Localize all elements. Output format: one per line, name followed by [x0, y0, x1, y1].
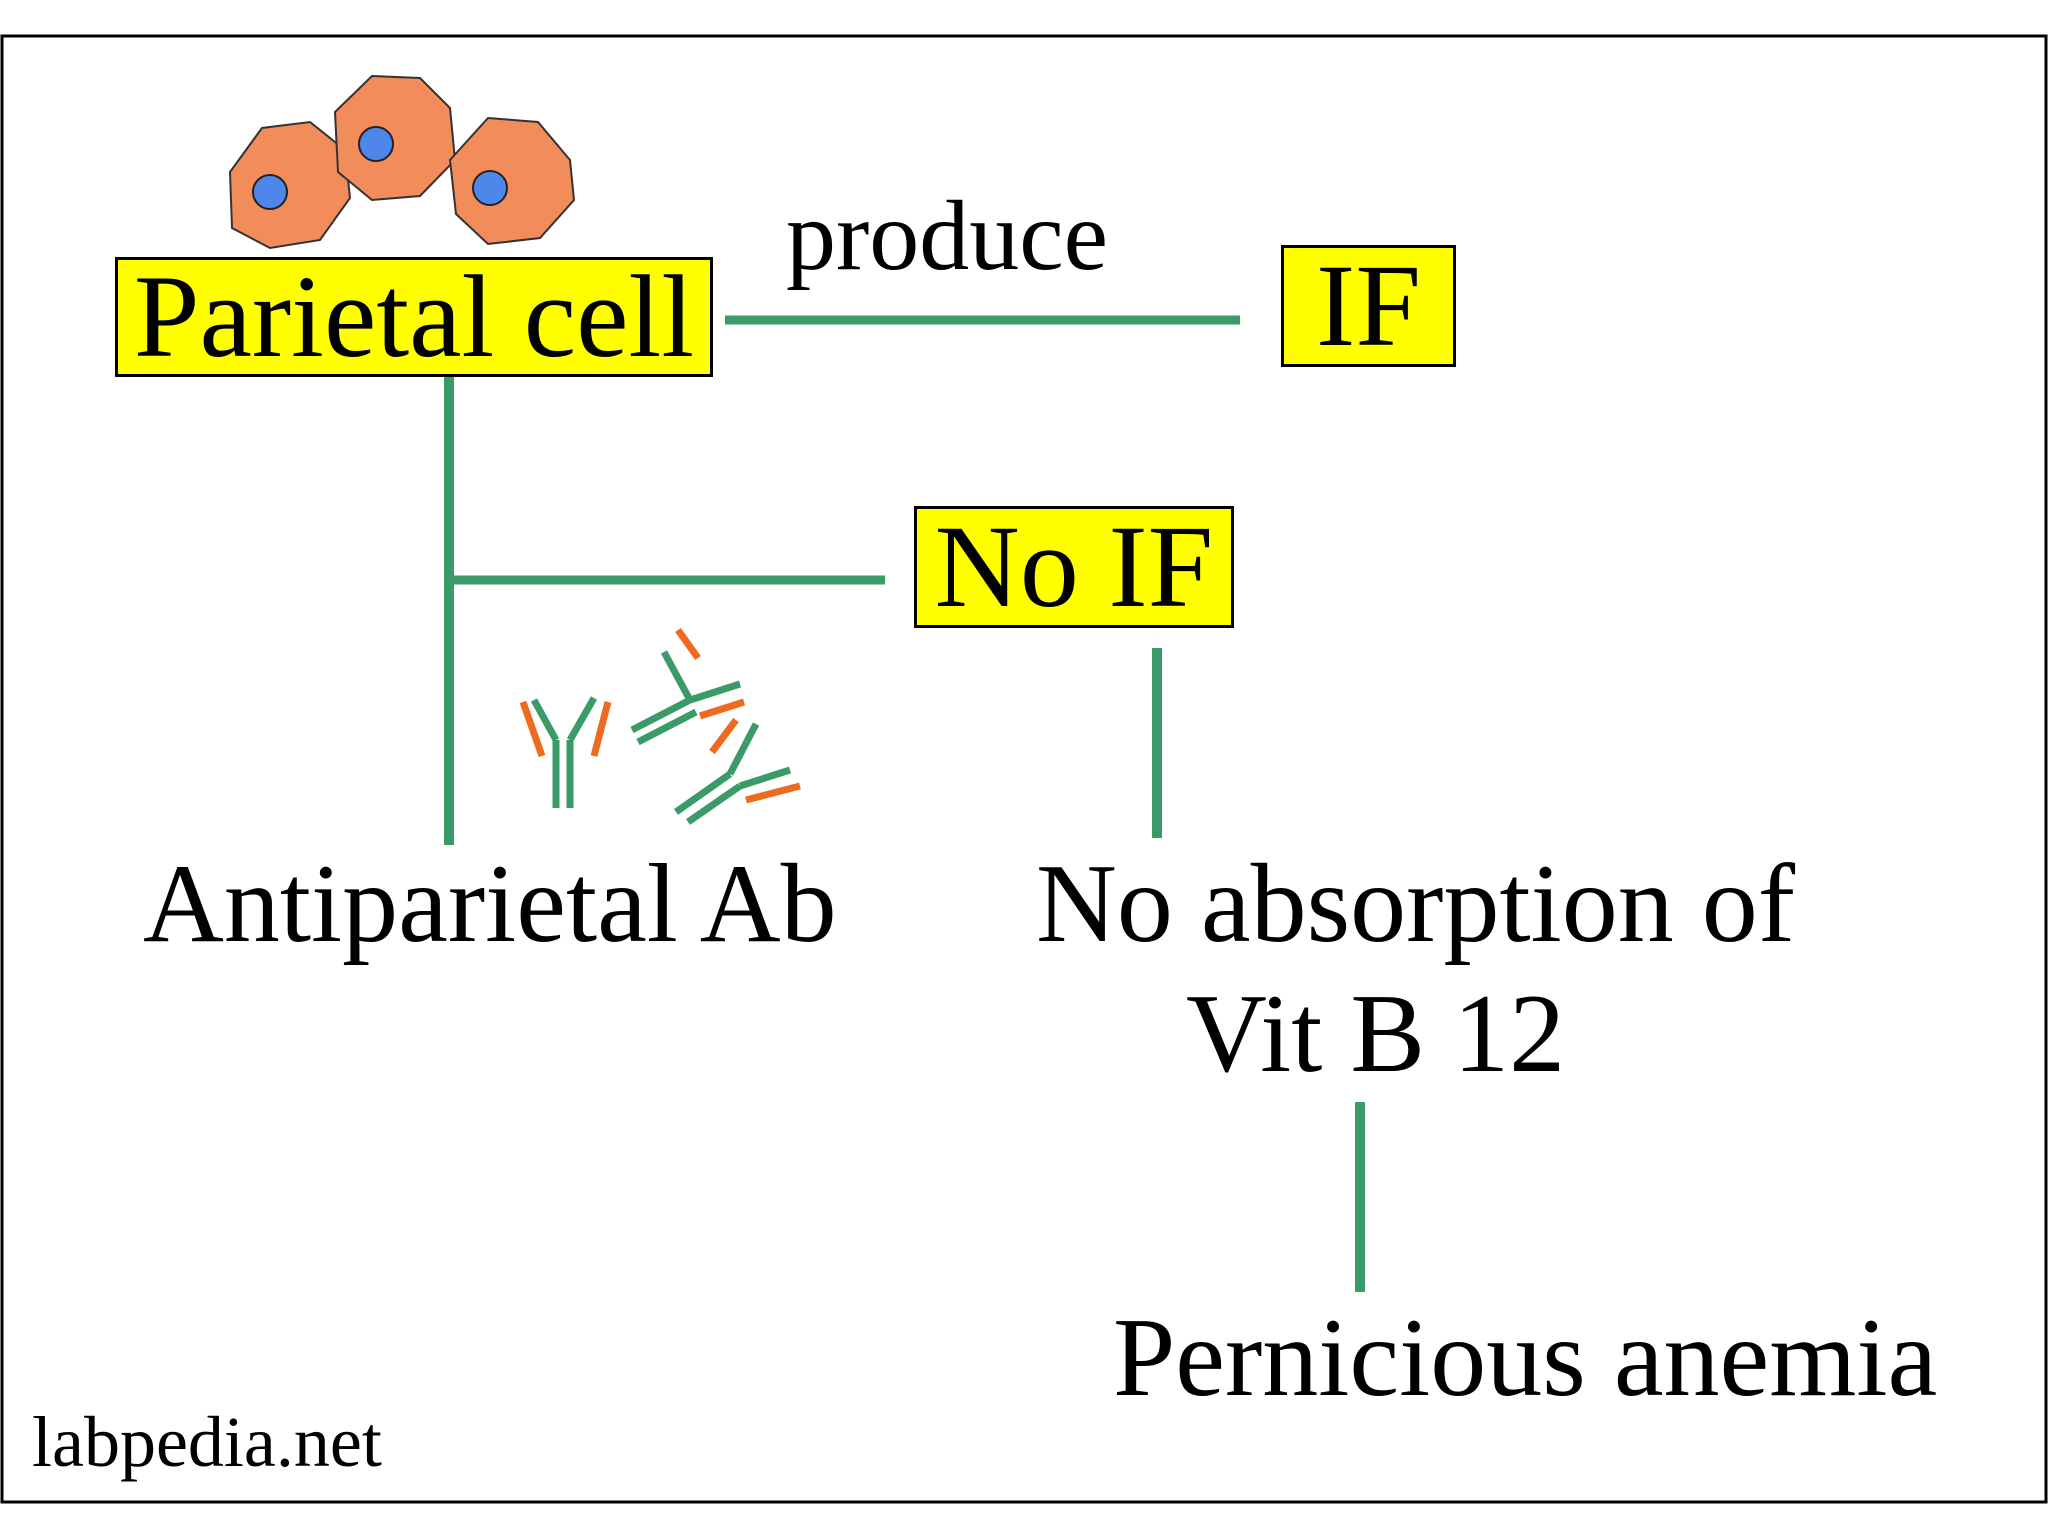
node-antiparietal-ab: Antiparietal Ab — [143, 842, 837, 966]
edge-label-produce: produce — [786, 180, 1109, 291]
node-parietal-cell: Parietal cell — [115, 257, 713, 377]
node-if-label: IF — [1316, 240, 1421, 371]
node-no-if-label: No IF — [934, 501, 1214, 632]
node-no-if: No IF — [914, 506, 1234, 628]
node-parietal-cell-label: Parietal cell — [133, 251, 695, 382]
node-no-absorption-line2: Vit B 12 — [1186, 972, 1566, 1096]
parietal-cells-icon — [228, 74, 576, 250]
node-pernicious-anemia: Pernicious anemia — [1113, 1296, 1938, 1420]
antibody-icon — [519, 627, 801, 825]
watermark: labpedia.net — [32, 1402, 382, 1482]
node-no-absorption-line1: No absorption of — [1036, 842, 1796, 966]
node-if: IF — [1281, 245, 1456, 367]
